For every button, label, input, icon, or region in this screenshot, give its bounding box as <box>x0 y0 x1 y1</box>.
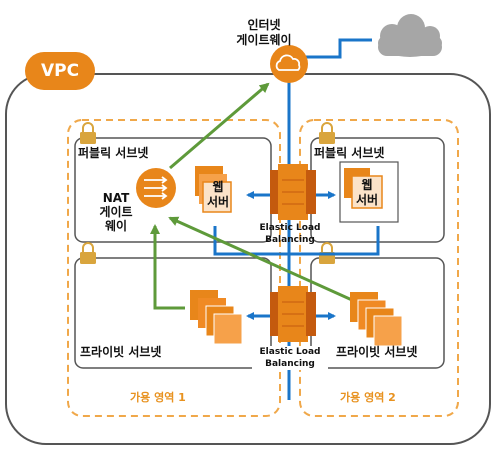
lock-icon-public-2 <box>319 122 335 144</box>
elb-top-label-line1: Elastic Load <box>259 223 321 233</box>
nat-gateway-label: NAT 게이트 웨이 <box>94 191 138 233</box>
public-subnet-1-label: 퍼블릭 서브넷 <box>78 146 149 160</box>
vpc-badge: VPC <box>25 52 95 90</box>
web-server-2-label-line1: 웹 <box>361 178 373 192</box>
nat-gateway-icon <box>136 168 176 208</box>
lock-icon-public-1 <box>80 122 96 144</box>
private-subnet-2-label: 프라이빗 서브넷 <box>336 345 418 359</box>
lock-icon-private-1 <box>80 242 96 264</box>
vpc-boundary <box>5 73 491 445</box>
web-server-2-label-line2: 서버 <box>355 193 379 207</box>
public-subnet-2-label: 퍼블릭 서브넷 <box>314 146 385 160</box>
internet-cloud-icon <box>378 14 442 57</box>
internet-gateway-label: 인터넷 게이트웨이 <box>214 18 314 48</box>
private-instances-1-icon <box>190 290 243 345</box>
vpc-label: VPC <box>40 61 80 81</box>
nat-gateway-label-line1: NAT <box>102 191 130 205</box>
nat-gateway-label-line3: 웨이 <box>104 219 128 233</box>
nat-to-igw-arrow <box>169 82 270 170</box>
web-server-1-label: 웹 서버 <box>203 180 233 210</box>
web-server-1-label-line2: 서버 <box>206 195 230 209</box>
elb-top-label-line2: Balancing <box>265 235 315 245</box>
internet-gateway-icon <box>270 45 308 83</box>
availability-zone-2-boundary <box>299 119 459 417</box>
internet-gateway-label-line2: 게이트웨이 <box>236 33 292 47</box>
web-server-2-icon <box>339 161 399 223</box>
elb-bottom-label-line2: Balancing <box>265 359 315 369</box>
availability-zone-2-label: 가용 영역 2 <box>340 391 396 404</box>
availability-zone-1-label: 가용 영역 1 <box>130 391 186 404</box>
private2-to-nat-arrow <box>168 216 353 302</box>
nat-gateway-label-line2: 게이트 <box>99 205 133 219</box>
web-server-1-icon <box>195 166 232 213</box>
web-server-2-label: 웹 서버 <box>352 178 382 208</box>
private-subnet-1-label: 프라이빗 서브넷 <box>80 345 162 359</box>
elastic-load-balancing-top-icon <box>270 164 316 220</box>
elb-top-label: Elastic Load Balancing <box>252 222 328 246</box>
private1-to-nat-arrow <box>150 224 185 310</box>
elb-bottom-label: Elastic Load Balancing <box>252 346 328 370</box>
web-server-1-label-line1: 웹 <box>212 180 224 194</box>
elastic-load-balancing-bottom-icon <box>270 286 316 342</box>
private-instances-2-icon <box>350 292 403 347</box>
internet-gateway-label-line1: 인터넷 <box>247 18 281 32</box>
elb-bottom-label-line1: Elastic Load <box>259 347 321 357</box>
